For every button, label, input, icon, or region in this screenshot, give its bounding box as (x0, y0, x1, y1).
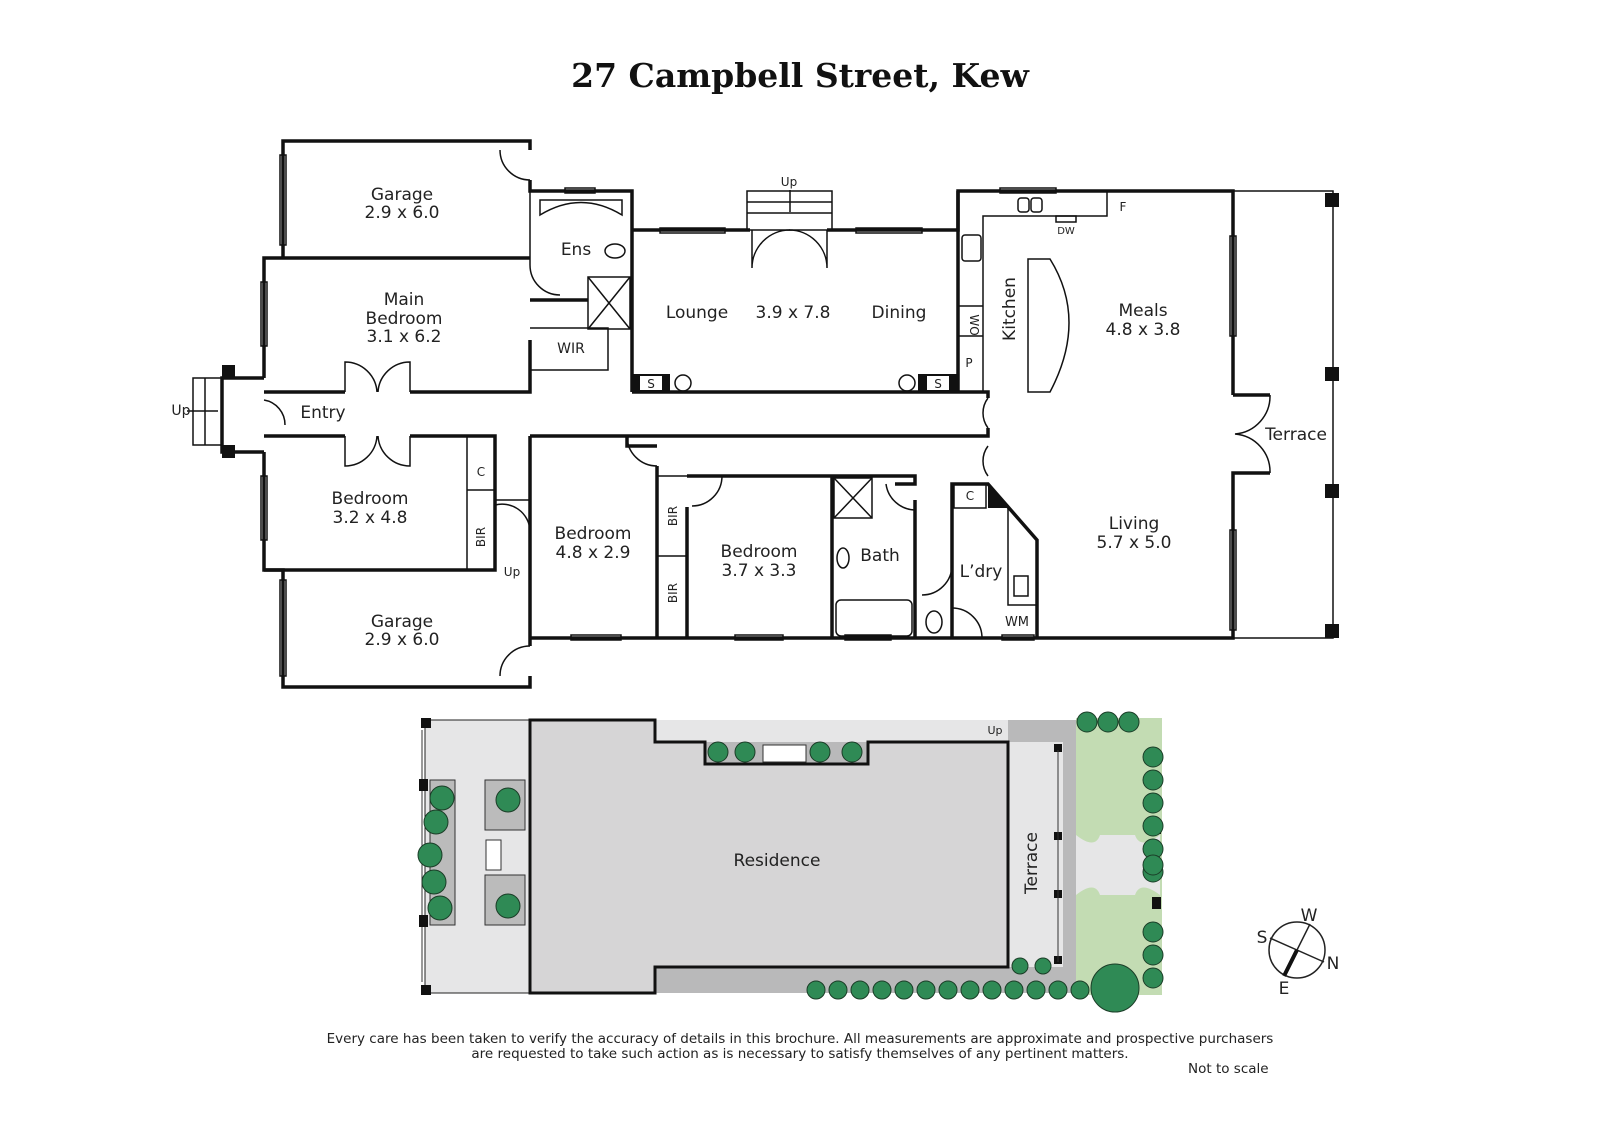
compass-s: S (1257, 928, 1268, 948)
compass: W S N E (1257, 906, 1340, 999)
tree-icon (495, 893, 521, 919)
tree-icon (894, 980, 914, 1000)
disclaimer-line-1: Every care has been taken to verify the … (326, 1031, 1274, 1047)
main-bedroom-label-2: Bedroom (366, 309, 443, 329)
living-size: 5.7 x 5.0 (1097, 533, 1172, 553)
laundry-cupboard-label: C (966, 489, 974, 503)
site-plan: Residence Terrace Up (417, 711, 1164, 1013)
garage-top-size: 2.9 x 6.0 (365, 203, 440, 223)
tree-icon (809, 741, 831, 763)
tree-icon (1142, 746, 1164, 768)
lounge-label: Lounge (666, 303, 728, 323)
meals-label: Meals (1118, 301, 1167, 321)
dining-label: Dining (872, 303, 927, 323)
tree-icon (1142, 854, 1164, 876)
storage-label-right: S (934, 377, 942, 391)
lounge-dining-size: 3.9 x 7.8 (756, 303, 831, 323)
garage-top-label: Garage (371, 185, 433, 205)
tree-icon (1142, 792, 1164, 814)
trees (417, 711, 1164, 1013)
laundry-label: L’dry (960, 562, 1003, 582)
bedroom-right-label: Bedroom (721, 542, 798, 562)
tree-icon (1142, 944, 1164, 966)
residence-footprint (528, 718, 1010, 995)
bir-up-label: Up (504, 565, 520, 579)
residence-label: Residence (734, 851, 821, 871)
storage-label-left: S (647, 377, 655, 391)
ensuite-label: Ens (561, 240, 592, 260)
bedroom-left-size: 3.2 x 4.8 (333, 508, 408, 528)
site-up-label: Up (987, 724, 1002, 737)
tree-icon (1118, 711, 1140, 733)
tree-icon (960, 980, 980, 1000)
wir-label: WIR (557, 341, 585, 357)
tree-icon (1142, 967, 1164, 989)
main-bedroom-label: Main (384, 290, 425, 310)
tree-icon (1090, 963, 1140, 1013)
entry-up-label: Up (171, 403, 190, 419)
tree-icon (1070, 980, 1090, 1000)
tree-icon (495, 787, 521, 813)
bir-label-left: BIR (474, 527, 488, 547)
kitchen-label: Kitchen (1000, 277, 1020, 341)
tree-icon (1142, 921, 1164, 943)
room-labels: Garage 2.9 x 6.0 Main Bedroom 3.1 x 6.2 … (171, 175, 1327, 650)
site-terrace-label: Terrace (1022, 832, 1042, 895)
bedroom-left-label: Bedroom (332, 489, 409, 509)
tree-icon (850, 980, 870, 1000)
tree-icon (1026, 980, 1046, 1000)
compass-e: E (1279, 979, 1290, 999)
wall-oven-label: WO (967, 314, 981, 335)
tree-icon (1011, 957, 1029, 975)
tree-icon (707, 741, 729, 763)
entry-label: Entry (300, 403, 345, 423)
garage-bottom-label: Garage (371, 612, 433, 632)
tree-icon (982, 980, 1002, 1000)
up-stairs-label: Up (781, 175, 797, 189)
tree-icon (1076, 711, 1098, 733)
tree-icon (423, 809, 449, 835)
walls (187, 139, 1339, 689)
tree-icon (1004, 980, 1024, 1000)
main-bedroom-size: 3.1 x 6.2 (367, 327, 442, 347)
disclaimer-line-2: are requested to take such action as is … (471, 1046, 1129, 1062)
not-to-scale-note: Not to scale (1188, 1061, 1269, 1077)
tree-icon (806, 980, 826, 1000)
dishwasher-label: DW (1057, 226, 1075, 237)
bedroom-mid-size: 4.8 x 2.9 (556, 543, 631, 563)
bath-label: Bath (860, 546, 900, 566)
bedroom-mid-label: Bedroom (555, 524, 632, 544)
tree-icon (916, 980, 936, 1000)
tree-icon (734, 741, 756, 763)
fridge-label: F (1120, 200, 1127, 214)
tree-icon (841, 741, 863, 763)
tree-icon (828, 980, 848, 1000)
tree-icon (417, 842, 443, 868)
tree-icon (872, 980, 892, 1000)
pantry-label: P (965, 356, 972, 370)
bedroom-right-size: 3.7 x 3.3 (722, 561, 797, 581)
meals-size: 4.8 x 3.8 (1106, 320, 1181, 340)
washing-machine-label: WM (1005, 615, 1029, 630)
tree-icon (1097, 711, 1119, 733)
bir-label-mid-2: BIR (666, 583, 680, 603)
bir-label-mid-1: BIR (666, 506, 680, 526)
garage-bottom-size: 2.9 x 6.0 (365, 630, 440, 650)
tree-icon (938, 980, 958, 1000)
compass-w: W (1301, 906, 1318, 926)
tree-icon (429, 785, 455, 811)
terrace-label: Terrace (1264, 425, 1327, 445)
page-title: 27 Campbell Street, Kew (571, 56, 1029, 95)
tree-icon (421, 869, 447, 895)
living-label: Living (1109, 514, 1160, 534)
cupboard-label: C (477, 465, 485, 479)
tree-icon (1142, 769, 1164, 791)
tree-icon (427, 895, 453, 921)
tree-icon (1034, 957, 1052, 975)
compass-n: N (1327, 954, 1340, 974)
tree-icon (1048, 980, 1068, 1000)
tree-icon (1142, 815, 1164, 837)
